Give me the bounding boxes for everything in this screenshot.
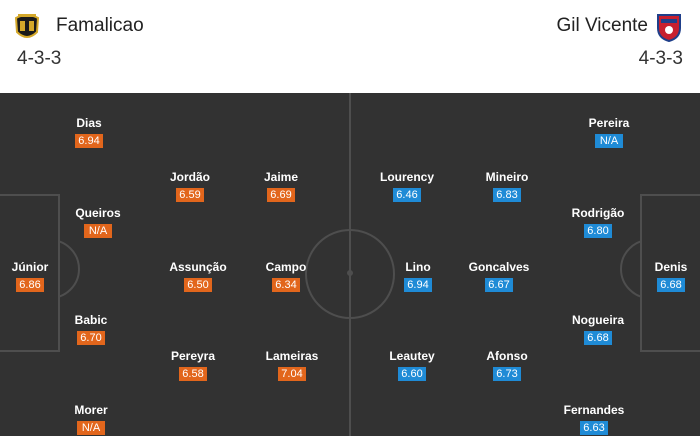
player-name: Rodrigão bbox=[571, 206, 625, 220]
famalicao-crest-icon bbox=[14, 14, 40, 38]
centre-spot bbox=[347, 270, 353, 276]
centre-circle bbox=[305, 229, 395, 319]
player-rating: 6.94 bbox=[75, 134, 103, 148]
player-assuncao[interactable]: Assunção 6.50 bbox=[153, 260, 243, 293]
player-lourency[interactable]: Lourency 6.46 bbox=[362, 170, 452, 203]
player-rating: 6.83 bbox=[493, 188, 521, 202]
player-rating: N/A bbox=[84, 224, 112, 238]
player-pereyra[interactable]: Pereyra 6.58 bbox=[148, 349, 238, 382]
player-name: Goncalves bbox=[468, 260, 530, 274]
player-rating: 6.63 bbox=[580, 421, 608, 435]
player-name: Campo bbox=[265, 260, 307, 274]
player-denis[interactable]: Denis 6.68 bbox=[626, 260, 700, 293]
player-name: Fernandes bbox=[563, 403, 625, 417]
player-rating: 6.60 bbox=[398, 367, 426, 381]
player-pereira[interactable]: Pereira N/A bbox=[564, 116, 654, 149]
player-rating: 6.68 bbox=[584, 331, 612, 345]
player-rating: 6.58 bbox=[179, 367, 207, 381]
player-queiros[interactable]: Queiros N/A bbox=[53, 206, 143, 239]
player-morer[interactable]: Morer N/A bbox=[46, 403, 136, 436]
player-jordao[interactable]: Jordão 6.59 bbox=[145, 170, 235, 203]
player-junior[interactable]: Júnior 6.86 bbox=[0, 260, 75, 293]
player-rating: 6.69 bbox=[267, 188, 295, 202]
player-rating: N/A bbox=[77, 421, 105, 435]
player-rating: 6.46 bbox=[393, 188, 421, 202]
player-rating: 6.94 bbox=[404, 278, 432, 292]
player-goncalves[interactable]: Goncalves 6.67 bbox=[454, 260, 544, 293]
player-nogueira[interactable]: Nogueira 6.68 bbox=[553, 313, 643, 346]
player-name: Afonso bbox=[486, 349, 528, 363]
pitch: Dias 6.94 Queiros N/A Júnior 6.86 Babic … bbox=[0, 93, 700, 436]
player-name: Jordão bbox=[169, 170, 210, 184]
away-team-name: Gil Vicente bbox=[556, 15, 648, 36]
player-rating: 6.73 bbox=[493, 367, 521, 381]
player-afonso[interactable]: Afonso 6.73 bbox=[462, 349, 552, 382]
player-name: Queiros bbox=[75, 206, 121, 220]
player-name: Lourency bbox=[379, 170, 434, 184]
player-babic[interactable]: Babic 6.70 bbox=[46, 313, 136, 346]
player-name: Lameiras bbox=[265, 349, 319, 363]
player-name: Pereyra bbox=[170, 349, 216, 363]
player-lameiras[interactable]: Lameiras 7.04 bbox=[247, 349, 337, 382]
gil-vicente-crest-icon bbox=[657, 14, 681, 42]
player-mineiro[interactable]: Mineiro 6.83 bbox=[462, 170, 552, 203]
player-name: Denis bbox=[654, 260, 688, 274]
player-name: Pereira bbox=[588, 116, 630, 130]
player-rodrigao[interactable]: Rodrigão 6.80 bbox=[553, 206, 643, 239]
match-header: Famalicao 4-3-3 Gil Vicente 4-3-3 bbox=[0, 0, 700, 90]
left-penalty-box bbox=[0, 194, 60, 352]
player-rating: 6.50 bbox=[184, 278, 212, 292]
home-team-name: Famalicao bbox=[56, 15, 144, 36]
home-formation: 4-3-3 bbox=[17, 48, 62, 69]
player-rating: 6.34 bbox=[272, 278, 300, 292]
player-name: Morer bbox=[74, 403, 108, 417]
player-dias[interactable]: Dias 6.94 bbox=[44, 116, 134, 149]
player-name: Assunção bbox=[169, 260, 227, 274]
player-rating: 6.67 bbox=[485, 278, 513, 292]
player-name: Jaime bbox=[263, 170, 299, 184]
player-name: Mineiro bbox=[485, 170, 529, 184]
right-penalty-box bbox=[640, 194, 700, 352]
player-rating: 6.80 bbox=[584, 224, 612, 238]
player-name: Nogueira bbox=[571, 313, 624, 327]
player-name: Leautey bbox=[389, 349, 435, 363]
player-jaime[interactable]: Jaime 6.69 bbox=[236, 170, 326, 203]
player-rating: 6.70 bbox=[77, 331, 105, 345]
player-name: Júnior bbox=[11, 260, 49, 274]
player-rating: 7.04 bbox=[278, 367, 306, 381]
player-rating: 6.86 bbox=[16, 278, 44, 292]
player-name: Dias bbox=[76, 116, 102, 130]
player-rating: N/A bbox=[595, 134, 623, 148]
player-name: Babic bbox=[74, 313, 108, 327]
away-formation: 4-3-3 bbox=[638, 48, 683, 69]
player-rating: 6.68 bbox=[657, 278, 685, 292]
player-name: Lino bbox=[405, 260, 431, 274]
player-rating: 6.59 bbox=[176, 188, 204, 202]
player-lino[interactable]: Lino 6.94 bbox=[373, 260, 463, 293]
player-leautey[interactable]: Leautey 6.60 bbox=[367, 349, 457, 382]
player-campo[interactable]: Campo 6.34 bbox=[241, 260, 331, 293]
player-fernandes[interactable]: Fernandes 6.63 bbox=[549, 403, 639, 436]
